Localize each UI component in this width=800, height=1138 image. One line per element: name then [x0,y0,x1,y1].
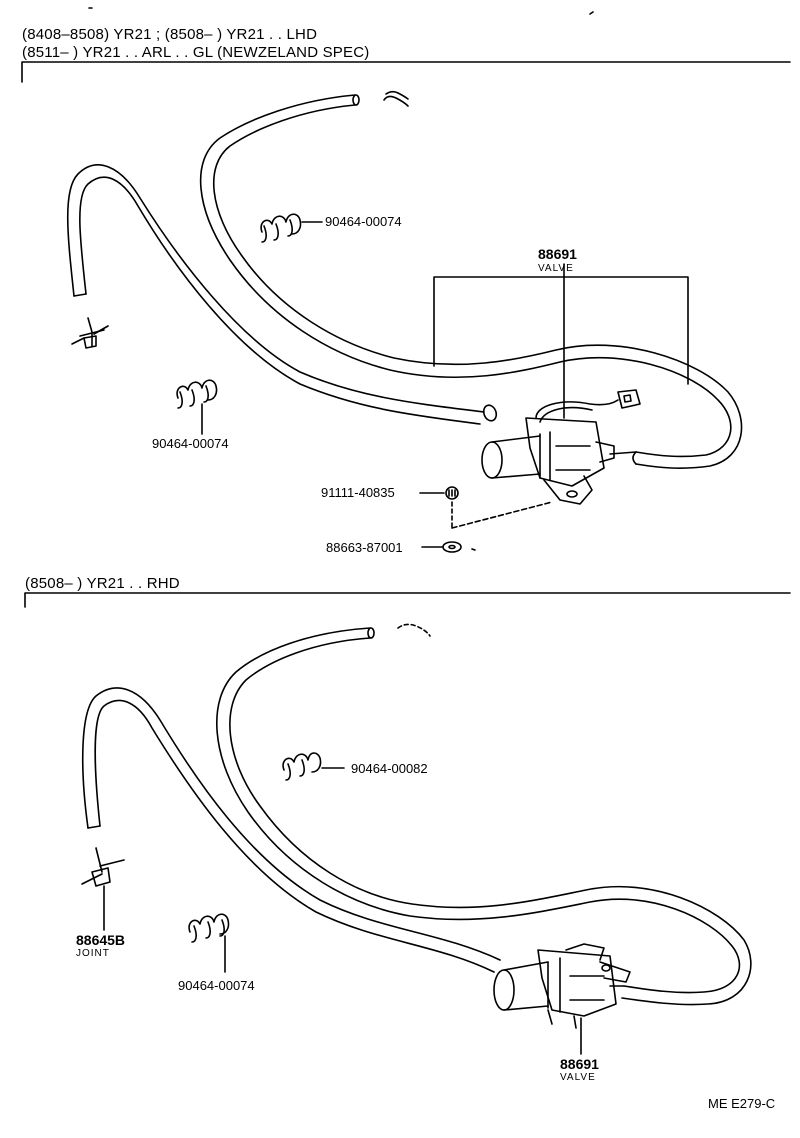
dashed-valve-line [451,501,553,529]
clamp-lower-upper-icon [282,752,322,781]
part-name-joint: JOINT [76,948,110,959]
valve-bracket-lines [433,276,689,385]
part-number-valve-bottom: 88691 [560,1056,599,1072]
bolt-icon [445,486,459,500]
section-1-frame [21,61,791,83]
washer-icon [442,541,462,553]
joint-bottom [81,847,125,887]
part-name-valve-bottom: VALVE [560,1072,596,1083]
part-number-clamp-lower: 90464-00074 [178,978,255,993]
hose-lower-left [81,687,501,973]
joint-top [71,317,109,349]
part-number-joint: 88645B [76,932,126,948]
part-number-clamp-left: 90464-00074 [152,436,229,451]
hose-upper-left [66,164,498,425]
clamp-upper-icon [260,213,302,243]
header-line-2: (8511– ) YR21 . . ARL . . GL (NEWZELAND … [22,44,370,61]
header-line-1: (8408–8508) YR21 ; (8508– ) YR21 . . LHD [22,26,318,43]
part-number-clamp-upper: 90464-00074 [325,214,402,229]
hose-lower-long [216,627,752,1006]
diagram-code: ME E279-C [708,1096,776,1111]
section-2-frame [24,592,791,608]
part-name-valve-top: VALVE [538,263,574,274]
hose-upper-long [199,94,743,469]
hose-fragment-lower [397,623,431,637]
part-number-bolt: 91111-40835 [321,485,395,500]
part-number-washer: 88663-87001 [326,540,403,555]
scan-mark [471,548,476,551]
clamp-left-icon [176,379,218,409]
hose-fragment [383,90,409,107]
valve-bottom-icon [493,943,631,1029]
scan-mark [589,11,594,15]
clamp-lower-icon [188,913,230,943]
part-number-clamp-lower-upper: 90464-00082 [351,761,428,776]
valve-top-icon [481,389,641,505]
section-2-title: (8508– ) YR21 . . RHD [25,575,180,592]
part-number-valve-top: 88691 [538,246,577,262]
